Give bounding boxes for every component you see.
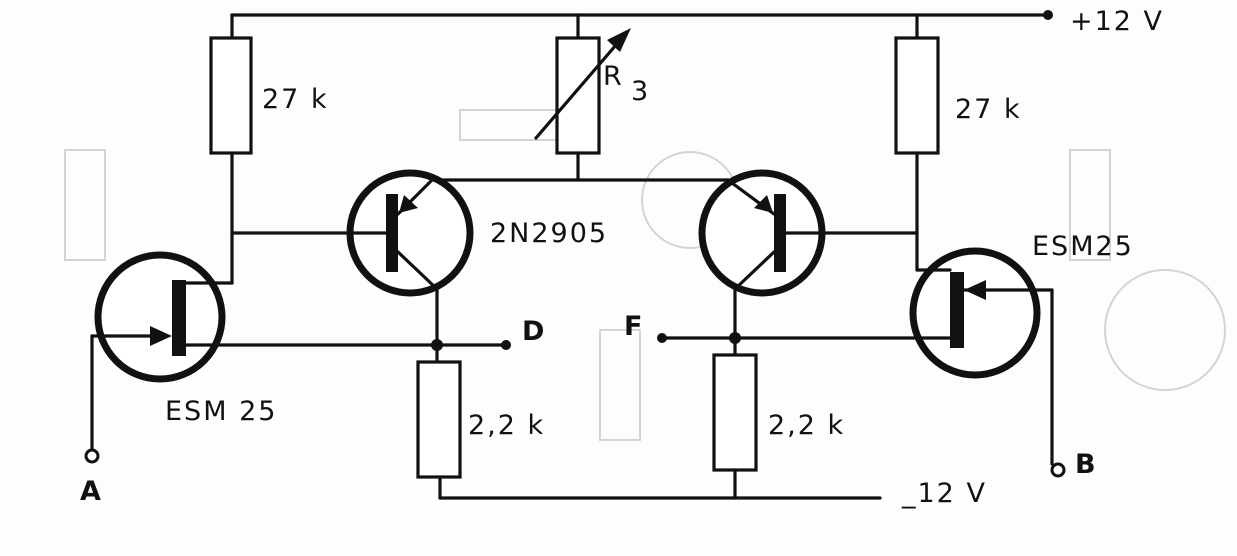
positive-rail-label: +12 V [1070,6,1164,37]
input-b-label: B [1075,449,1096,480]
resistor-left-27k-label: 27 k [262,84,329,115]
fet-left [90,251,439,383]
output-f-label: F [624,311,642,342]
background-show-through [64,109,1226,441]
fet-left-label: ESM 25 [165,396,277,427]
resistor-r3 [555,36,601,155]
positive-rail-terminal[interactable] [1043,10,1053,20]
output-f-terminal[interactable] [657,333,667,343]
r3-variable-arrow-head [607,28,631,52]
resistor-left-2k2 [416,360,462,479]
resistor-r3-label: R [603,61,624,92]
fet-right [909,247,1054,379]
input-a-terminal[interactable] [84,448,100,464]
resistor-left-27k [209,36,253,155]
negative-rail-label: _12 V [901,478,987,509]
r3-variable-arrow-line [534,36,624,140]
bjt-label: 2N2905 [490,218,608,249]
resistor-right-2k2 [712,353,758,472]
bjt-right [698,169,826,347]
input-b-terminal[interactable] [1050,462,1066,478]
resistor-right-2k2-label: 2,2 k [768,410,845,441]
output-d-label: D [522,316,544,347]
bjt-left [346,169,474,347]
input-a-label: A [80,476,101,507]
resistor-left-2k2-label: 2,2 k [468,410,545,441]
fet-right-label: ESM25 [1032,231,1134,262]
resistor-right-27k [894,36,940,155]
resistor-r3-subscript: 3 [631,76,650,107]
resistor-right-27k-label: 27 k [955,94,1022,125]
output-d-terminal[interactable] [501,340,511,350]
